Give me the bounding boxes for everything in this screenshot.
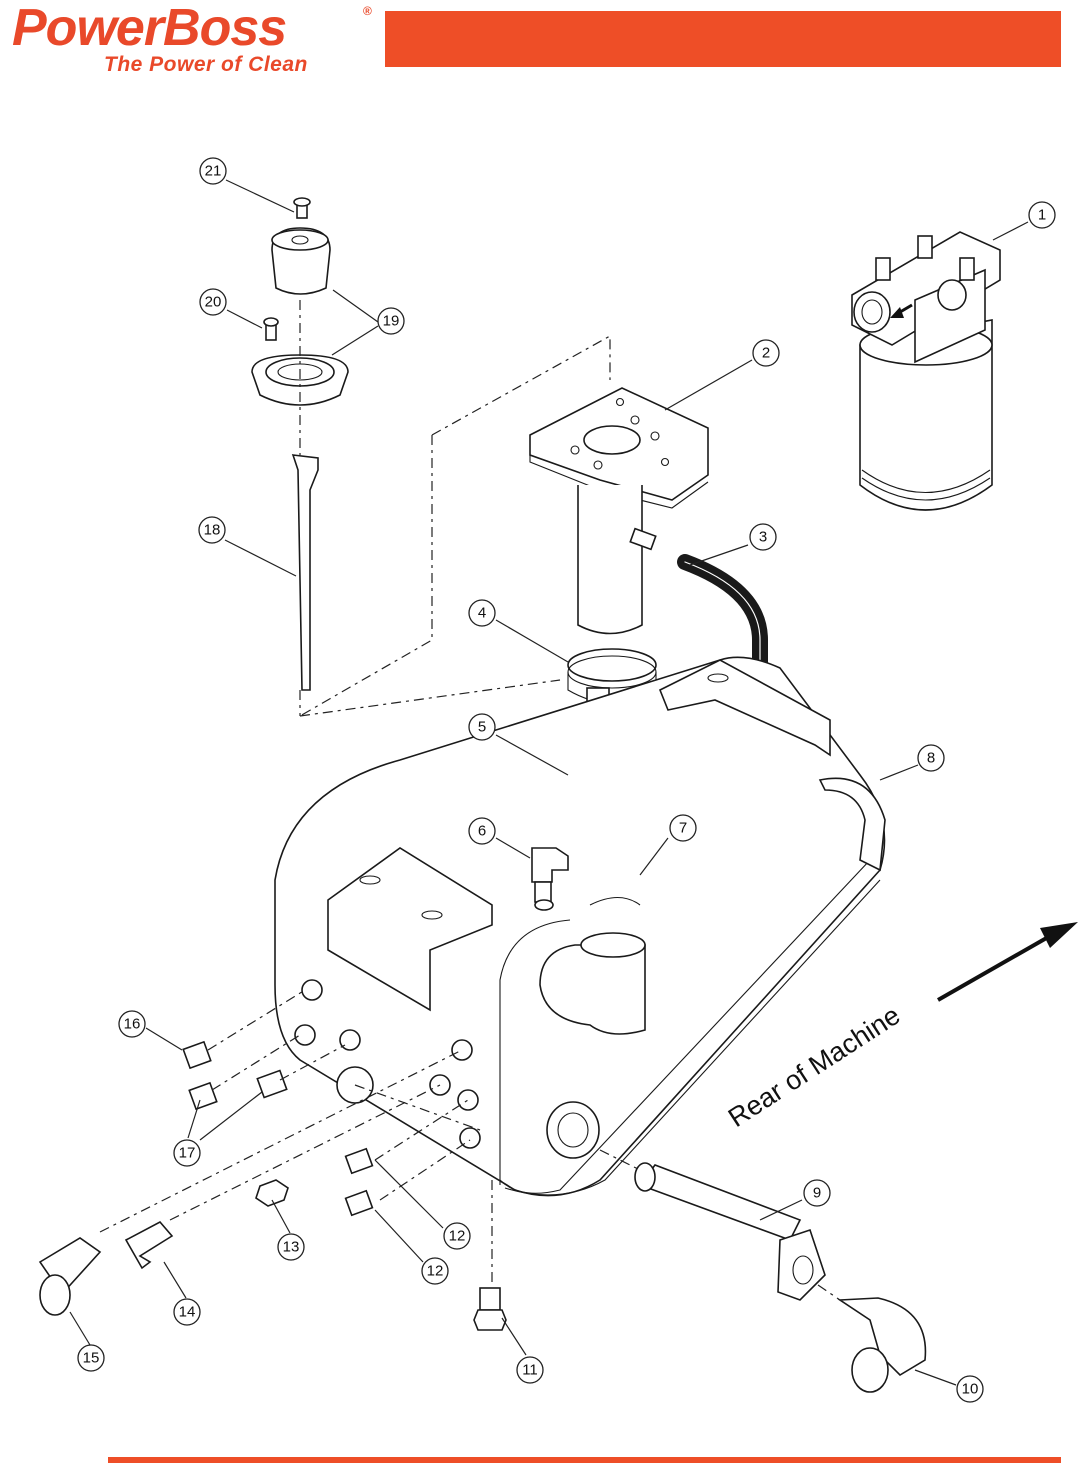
dipstick xyxy=(291,454,319,691)
callout-15: 15 xyxy=(77,1344,105,1372)
filler-cap-assembly xyxy=(251,197,349,406)
svg-text:15: 15 xyxy=(83,1350,100,1367)
callout-12-lower: 12 xyxy=(421,1257,449,1285)
filter-assembly xyxy=(851,231,1001,511)
svg-text:12: 12 xyxy=(449,1228,466,1245)
svg-text:13: 13 xyxy=(283,1239,300,1256)
svg-text:3: 3 xyxy=(759,529,767,546)
callout-18: 18 xyxy=(198,516,226,544)
callout-14: 14 xyxy=(173,1298,201,1326)
callout-16: 16 xyxy=(118,1010,146,1038)
fill-neck-bracket xyxy=(529,387,709,635)
svg-text:7: 7 xyxy=(679,820,687,837)
header-bar xyxy=(385,11,1061,67)
svg-text:18: 18 xyxy=(204,522,221,539)
drain-plug xyxy=(473,1287,507,1331)
svg-text:11: 11 xyxy=(522,1362,538,1379)
svg-text:4: 4 xyxy=(478,605,486,622)
logo-tagline: The Power of Clean xyxy=(104,53,308,76)
callout-10: 10 xyxy=(956,1375,984,1403)
callout-6: 6 xyxy=(468,817,496,845)
svg-text:10: 10 xyxy=(962,1381,979,1398)
callout-8: 8 xyxy=(917,744,945,772)
callout-5: 5 xyxy=(468,713,496,741)
callout-19: 19 xyxy=(377,307,405,335)
callout-12-upper: 12 xyxy=(443,1222,471,1250)
callout-9: 9 xyxy=(803,1179,831,1207)
callout-2: 2 xyxy=(752,339,780,367)
svg-text:14: 14 xyxy=(179,1304,196,1321)
svg-text:20: 20 xyxy=(205,294,222,311)
hydraulic-tank xyxy=(274,656,886,1197)
svg-text:8: 8 xyxy=(927,750,935,767)
svg-text:2: 2 xyxy=(762,345,770,362)
leader-lines xyxy=(69,179,1029,1386)
callout-13: 13 xyxy=(277,1233,305,1261)
registered-mark: ® xyxy=(363,4,372,18)
callout-1: 1 xyxy=(1028,201,1056,229)
rear-of-machine-label: Rear of Machine xyxy=(723,1000,905,1133)
callout-20: 20 xyxy=(199,288,227,316)
svg-text:19: 19 xyxy=(383,313,400,330)
svg-text:21: 21 xyxy=(205,163,222,180)
callout-7: 7 xyxy=(669,814,697,842)
elbow-fitting-large-right xyxy=(837,1297,927,1393)
footer-rule xyxy=(108,1457,1061,1463)
callout-4: 4 xyxy=(468,599,496,627)
callout-21: 21 xyxy=(199,157,227,185)
suction-strainer xyxy=(634,1162,826,1301)
svg-text:16: 16 xyxy=(124,1016,141,1033)
svg-text:12: 12 xyxy=(427,1263,444,1280)
svg-text:1: 1 xyxy=(1038,207,1046,224)
elbow-fitting-small xyxy=(531,847,569,911)
callout-3: 3 xyxy=(749,523,777,551)
callout-17: 17 xyxy=(173,1139,201,1167)
callout-11: 11 xyxy=(516,1356,544,1384)
assembly-lines xyxy=(99,300,841,1301)
small-fittings xyxy=(38,1040,374,1316)
svg-text:6: 6 xyxy=(478,823,486,840)
logo-wordmark: PowerBoss xyxy=(12,0,287,57)
svg-text:5: 5 xyxy=(478,719,486,736)
svg-text:17: 17 xyxy=(179,1145,196,1162)
powerboss-logo: PowerBoss ® The Power of Clean xyxy=(12,0,382,76)
svg-text:9: 9 xyxy=(813,1185,821,1202)
